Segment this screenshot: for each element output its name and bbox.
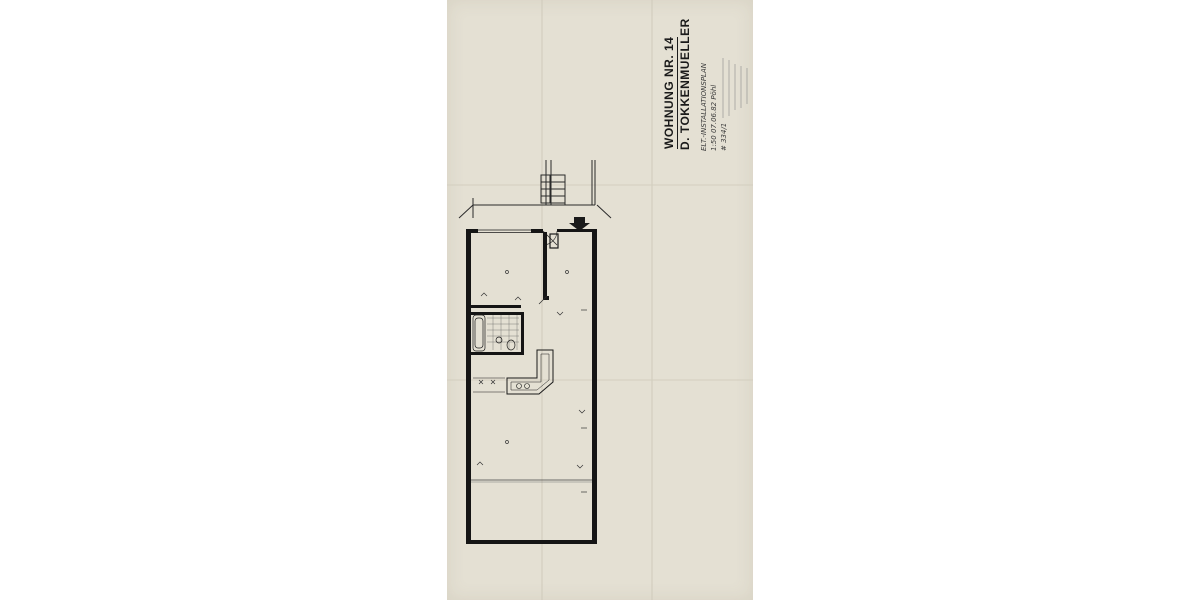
ceiling-light-symbol [505,440,509,444]
inner-walls [471,232,549,355]
appliance-symbol [478,379,484,385]
ceiling-light-symbol [505,270,509,274]
kitchen [473,349,554,395]
scale-date-note: 1:50 07.06.82 Pöhl [710,84,718,151]
floor-plan-sheet [447,0,753,600]
floor-plan-drawing [447,0,753,600]
entrance-arrow [569,217,590,231]
outer-walls [466,229,597,544]
socket-symbol [476,461,484,466]
drawing-title: WOHNUNG NR. 14 [662,36,678,149]
wardrobe [549,233,559,249]
socket-symbol [578,409,586,414]
stamp [722,58,748,118]
appliance-symbol [490,379,496,385]
socket-symbol [480,292,488,297]
electrical-symbols [476,270,587,493]
drawing-number-note: # 334/1 [720,122,728,151]
owner-name: D. TOKKENMUELLER [678,18,692,150]
socket-symbol [514,296,522,301]
window [478,229,531,233]
socket-symbol [556,311,564,316]
socket-symbol [576,464,584,469]
plan-type-note: ELT.-INSTALLATIONSPLAN [700,63,708,151]
bathroom [472,314,519,352]
door-swing [538,295,548,305]
staircase [458,160,612,219]
ceiling-light-symbol [565,270,569,274]
